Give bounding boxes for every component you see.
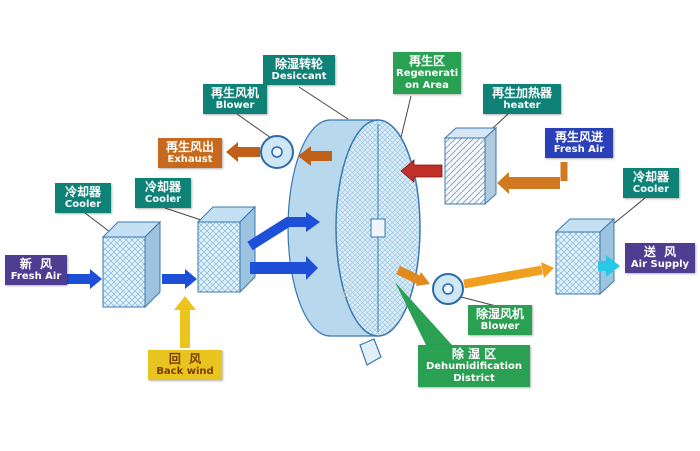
label-air-supply-zh: 送 风 [643, 245, 677, 259]
arrow-cooler2-to-wheel-up-shaft [247, 217, 306, 251]
label-dehumid-blower: 除湿风机 Blower [468, 305, 532, 336]
label-regen-heater-en: heater [503, 100, 541, 112]
label-dehumid-district-en1: Dehumidification [425, 361, 523, 373]
arrow-cooler2-to-wheel-low [250, 256, 318, 280]
label-cooler-left1-en: Cooler [64, 199, 102, 211]
regen-blower-fan [260, 135, 294, 169]
label-dehumid-blower-zh: 除湿风机 [475, 307, 524, 321]
label-fresh-air: 新 风 Fresh Air [5, 255, 67, 286]
label-cooler-left1: 冷却器 Cooler [55, 183, 111, 214]
label-exhaust-en: Exhaust [167, 154, 213, 166]
label-regeneration-area: 再生区 Regenerati on Area [393, 52, 461, 95]
leader-regen-blower [236, 113, 272, 139]
label-regen-heater: 再生加热器 heater [483, 84, 561, 115]
supply-air-arrows [396, 255, 620, 289]
label-cooler-right: 冷却器 Cooler [623, 168, 679, 199]
label-regen-fresh-air-en: Fresh Air [553, 144, 605, 156]
watermark-text: xt [340, 286, 352, 300]
regen-heater-unit [443, 126, 498, 206]
cooler-unit-left1 [101, 220, 162, 309]
arrow-wheel-to-dehumid-blower-shaft [396, 265, 421, 285]
wheel-hub [370, 218, 386, 238]
label-exhaust: 再生风出 Exhaust [158, 138, 222, 169]
label-back-wind-zh: 回 风 [168, 352, 202, 366]
arrow-wheel-to-regen-blower [298, 146, 332, 166]
arrow-blower-to-cooler-shaft [463, 265, 543, 289]
leader-desiccant [298, 86, 349, 120]
arrow-hot-air-into-wheel [400, 159, 443, 183]
arrow-regen-in-to-heater [497, 172, 560, 194]
label-desiccant-wheel-en: Desiccant [271, 71, 327, 83]
arrow-blower-to-cooler-head [541, 262, 554, 278]
label-dehumid-district-en2: District [453, 373, 495, 385]
arrow-cooler2-to-wheel-up-head [306, 212, 320, 232]
wheel-segment-icon [359, 338, 382, 366]
dehumid-district-pointer [395, 282, 452, 345]
label-cooler-right-en: Cooler [632, 184, 670, 196]
cooler-unit-left2 [196, 205, 257, 294]
label-cooler-left2-zh: 冷却器 [144, 180, 181, 194]
label-exhaust-zh: 再生风出 [165, 140, 214, 154]
label-regeneration-area-zh: 再生区 [408, 54, 445, 68]
label-regeneration-area-en2: on Area [405, 80, 449, 92]
label-air-supply: 送 风 Air Supply [625, 243, 695, 274]
arrow-blower-to-exhaust [226, 142, 260, 162]
label-desiccant-wheel-zh: 除湿转轮 [274, 57, 323, 71]
label-regen-blower-zh: 再生风机 [210, 86, 259, 100]
label-desiccant-wheel: 除湿转轮 Desiccant [263, 55, 335, 86]
label-regen-blower: 再生风机 Blower [203, 84, 267, 115]
label-regen-fresh-air: 再生风进 Fresh Air [545, 128, 613, 159]
arrow-wheel-to-dehumid-blower-head [416, 272, 430, 286]
process-air-arrows [64, 212, 320, 289]
label-cooler-left2: 冷却器 Cooler [135, 178, 191, 209]
label-dehumid-district: 除 湿 区 Dehumidification District [418, 345, 530, 388]
arrow-cooler1-to-cooler2 [162, 269, 197, 289]
label-cooler-left2-en: Cooler [144, 194, 182, 206]
label-regen-blower-en: Blower [215, 100, 255, 112]
label-dehumid-district-zh: 除 湿 区 [451, 347, 497, 361]
label-fresh-air-zh: 新 风 [19, 257, 53, 271]
label-back-wind: 回 风 Back wind [148, 350, 222, 381]
leader-lines [84, 86, 646, 307]
arrow-freshair-to-cooler1 [64, 269, 102, 289]
label-regeneration-area-en1: Regenerati [396, 68, 459, 80]
leader-dehumid-blower [460, 296, 497, 307]
cooler-unit-right [554, 217, 616, 296]
label-air-supply-en: Air Supply [630, 259, 690, 271]
label-cooler-right-zh: 冷却器 [632, 170, 669, 184]
label-back-wind-en: Back wind [156, 366, 214, 378]
label-regen-fresh-air-zh: 再生风进 [554, 130, 603, 144]
arrow-cooler-to-air-supply [598, 255, 620, 277]
desiccant-wheel [287, 119, 421, 337]
label-regen-heater-zh: 再生加热器 [491, 86, 552, 100]
label-fresh-air-en: Fresh Air [10, 271, 62, 283]
arrow-back-wind-up [174, 296, 196, 348]
dehumid-blower-fan [432, 273, 464, 305]
label-cooler-left1-zh: 冷却器 [64, 185, 101, 199]
label-dehumid-blower-en: Blower [480, 321, 520, 333]
